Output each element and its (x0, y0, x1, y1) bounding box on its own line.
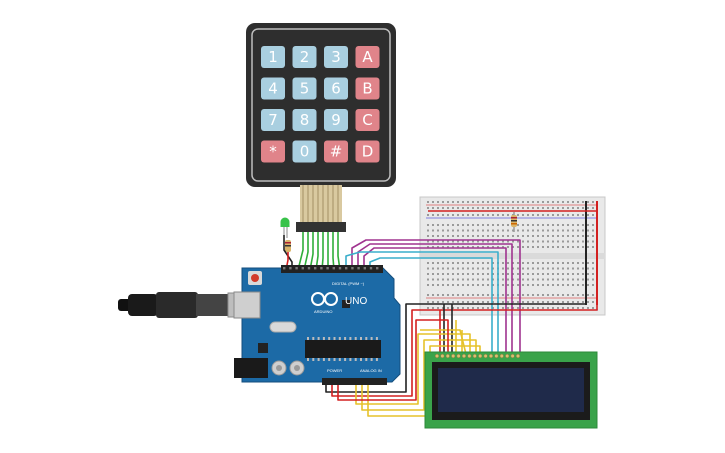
keypad-connector (296, 185, 346, 232)
keypad-key-10[interactable]: 9 (324, 109, 348, 131)
keypad-key-label: A (362, 48, 373, 66)
wire-4 (321, 232, 324, 271)
wire-16 (331, 305, 598, 397)
wires (283, 232, 598, 417)
keypad-key-8[interactable]: 7 (261, 109, 285, 131)
wire-26 (337, 319, 449, 401)
keypad-key-label: 9 (331, 111, 341, 129)
keypad-key-label: C (362, 111, 372, 129)
keypad-key-label: 3 (331, 48, 341, 66)
keypad-key-9[interactable]: 8 (292, 109, 317, 131)
keypad-keys: 1 2 3 A 4 5 6 B 7 8 9 C * 0 # D (261, 46, 380, 163)
wire-15 (325, 303, 587, 393)
keypad-key-4[interactable]: 4 (261, 77, 285, 100)
keypad-key-label: 4 (268, 80, 278, 98)
wire-7 (337, 232, 341, 271)
led-resistor (285, 240, 291, 252)
keypad-key-label: 5 (300, 80, 310, 98)
keypad-key-label: 6 (331, 80, 341, 98)
keypad-key-label: # (330, 143, 343, 161)
wire-0 (297, 232, 304, 271)
keypad-key-6[interactable]: 6 (324, 77, 348, 100)
keypad-key-label: * (269, 143, 277, 161)
lcd-16x2 (424, 351, 598, 429)
wire-13 (345, 251, 499, 354)
keypad-key-3[interactable]: A (355, 46, 380, 68)
keypad-key-2[interactable]: 3 (324, 46, 348, 68)
keypad-key-label: B (362, 80, 372, 98)
breadboard-resistor (511, 212, 517, 232)
wire-6 (332, 232, 335, 271)
keypad-4x4: 1 2 3 A 4 5 6 B 7 8 9 C * 0 # D (246, 23, 396, 187)
arduino-uno-board: UNO ARDUINO DIGITAL (PWM ~) POWER ANALOG… (233, 265, 401, 385)
keypad-key-5[interactable]: 5 (292, 77, 317, 100)
keypad-key-label: 8 (300, 111, 310, 129)
keypad-key-14[interactable]: # (324, 140, 348, 163)
arduino-model-label: UNO (345, 296, 367, 307)
wire-24 (361, 339, 477, 411)
keypad-key-7[interactable]: B (355, 77, 380, 100)
usb-cable (118, 292, 255, 318)
keypad-key-15[interactable]: D (355, 140, 380, 163)
keypad-key-11[interactable]: C (355, 109, 380, 131)
keypad-key-label: D (362, 143, 374, 161)
wire-10 (351, 239, 521, 354)
green-led (280, 217, 290, 238)
wire-12 (363, 247, 507, 354)
arduino-analog-label: ANALOG IN (360, 368, 382, 373)
arduino-brand-label: ARDUINO (314, 309, 332, 314)
wire-11 (357, 243, 513, 354)
keypad-key-label: 1 (268, 48, 278, 66)
keypad-key-label: 0 (300, 143, 310, 161)
keypad-key-12[interactable]: * (261, 140, 285, 163)
keypad-key-1[interactable]: 2 (292, 46, 317, 68)
wire-1 (303, 232, 309, 271)
keypad-key-label: 7 (268, 111, 278, 129)
wire-3 (315, 232, 319, 271)
arduino-digital-label: DIGITAL (PWM ~) (332, 281, 365, 286)
wire-2 (309, 232, 314, 271)
keypad-key-label: 2 (300, 48, 310, 66)
arduino-power-label: POWER (327, 368, 342, 373)
keypad-key-13[interactable]: 0 (292, 140, 317, 163)
keypad-key-0[interactable]: 1 (261, 46, 285, 68)
wire-14 (369, 257, 493, 354)
arduino-logo-icon (311, 292, 338, 306)
